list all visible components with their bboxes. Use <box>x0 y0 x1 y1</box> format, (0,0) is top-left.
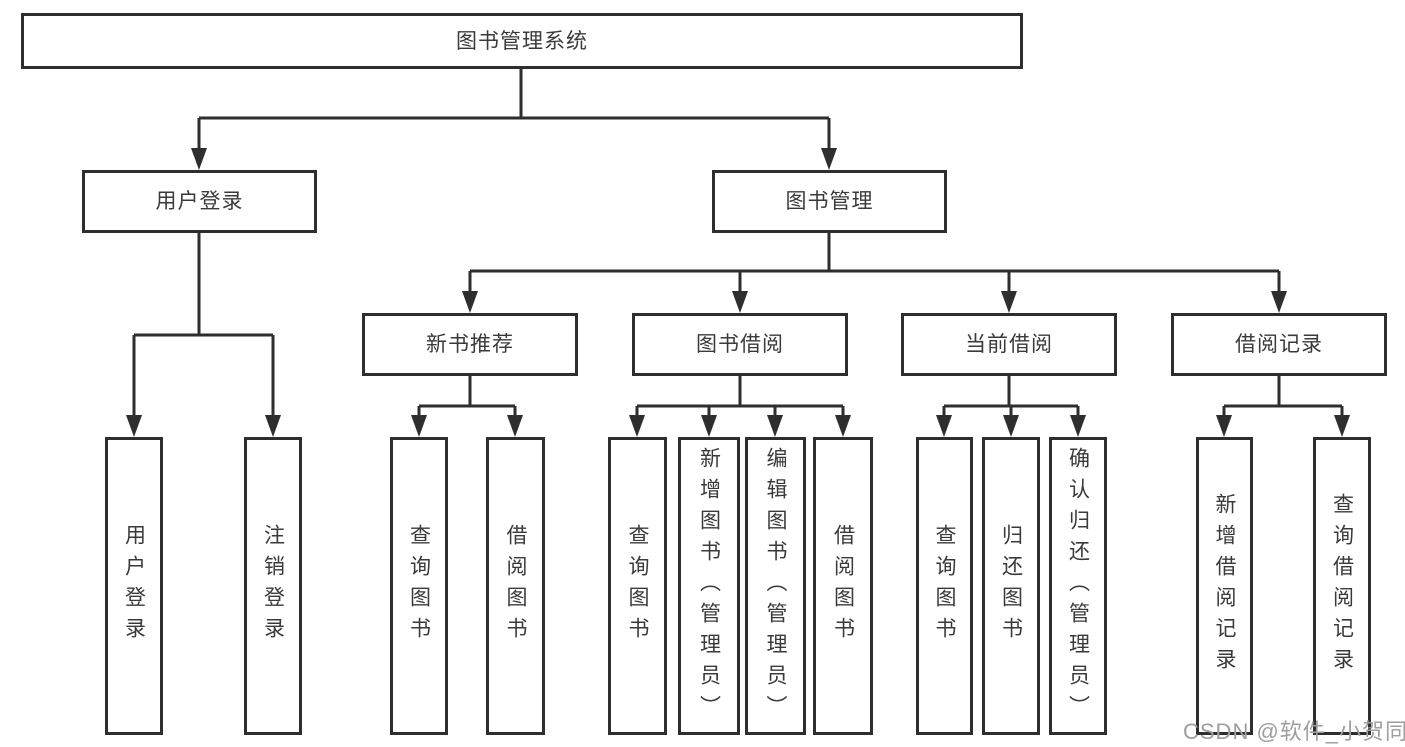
arrowhead-icon <box>411 415 427 437</box>
csdn-watermark: CSDN @软件_小贺同学 <box>1183 719 1405 744</box>
node-label: 新增借阅记录 <box>1213 493 1236 679</box>
arrowhead-icon <box>1003 415 1019 437</box>
arrowhead-icon <box>507 415 523 437</box>
arrowhead-icon <box>701 415 717 437</box>
arrowhead-icon <box>821 148 837 170</box>
node-label: 借阅图书 <box>504 524 527 648</box>
node-label: 图书管理 <box>785 190 874 213</box>
leaf-borrow-books-2: 借阅图书 <box>813 437 873 735</box>
leaf-user-login: 用户登录 <box>105 437 163 735</box>
leaf-add-borrow-record: 新增借阅记录 <box>1196 437 1253 735</box>
node-label: 用户登录 <box>122 524 146 648</box>
leaf-add-book-admin: 新增图书（管理员） <box>678 437 740 735</box>
leaf-query-books-1: 查询图书 <box>390 437 448 735</box>
node-library-system-root: 图书管理系统 <box>21 13 1023 69</box>
node-label: 查询图书 <box>407 524 431 648</box>
arrowhead-icon <box>1216 415 1232 437</box>
leaf-query-books-2: 查询图书 <box>608 437 667 735</box>
edge-borrow-record-split <box>1222 376 1344 421</box>
node-label: 查询图书 <box>626 524 649 648</box>
leaf-edit-book-admin: 编辑图书（管理员） <box>745 437 806 735</box>
leaf-logout: 注销登录 <box>244 437 302 735</box>
node-label: 查询图书 <box>933 524 956 648</box>
node-label: 借阅图书 <box>831 524 855 648</box>
node-label: 新增图书（管理员） <box>697 446 721 726</box>
leaf-confirm-return-admin: 确认归还（管理员） <box>1049 437 1107 735</box>
arrowhead-icon <box>191 148 207 170</box>
edge-current-borrow-split <box>942 376 1080 421</box>
edge-book-management-split <box>468 233 1281 295</box>
node-borrow-record: 借阅记录 <box>1171 313 1387 376</box>
arrowhead-icon <box>265 415 281 437</box>
node-book-management: 图书管理 <box>712 170 947 233</box>
leaf-borrow-books-1: 借阅图书 <box>486 437 545 735</box>
arrowhead-icon <box>629 415 645 437</box>
leaf-query-borrow-record: 查询借阅记录 <box>1313 437 1371 735</box>
arrowhead-icon <box>1070 415 1086 437</box>
edge-book-borrow-split <box>635 376 845 421</box>
arrowhead-icon <box>732 291 748 313</box>
node-current-borrow: 当前借阅 <box>901 313 1117 376</box>
arrowhead-icon <box>1271 291 1287 313</box>
node-label: 借阅记录 <box>1235 333 1323 356</box>
node-new-book-recommend: 新书推荐 <box>362 313 578 376</box>
leaf-return-book: 归还图书 <box>982 437 1040 735</box>
arrowhead-icon <box>835 415 851 437</box>
node-label: 确认归还（管理员） <box>1066 446 1090 726</box>
arrowhead-icon <box>1334 415 1350 437</box>
leaf-query-books-3: 查询图书 <box>916 437 973 735</box>
arrowhead-icon <box>767 415 783 437</box>
node-label: 用户登录 <box>155 190 244 213</box>
node-label: 新书推荐 <box>426 333 514 356</box>
node-label: 查询借阅记录 <box>1330 493 1354 679</box>
arrowhead-icon <box>126 415 142 437</box>
arrowhead-icon <box>1001 291 1017 313</box>
node-label: 编辑图书（管理员） <box>764 446 787 726</box>
node-label: 注销登录 <box>261 524 285 648</box>
node-label: 当前借阅 <box>965 333 1053 356</box>
node-label: 图书借阅 <box>696 333 784 356</box>
node-label: 图书管理系统 <box>456 29 588 53</box>
node-user-login: 用户登录 <box>82 170 317 233</box>
edge-new-book-split <box>417 376 517 421</box>
edge-root-split <box>197 69 831 152</box>
node-label: 归还图书 <box>999 524 1023 648</box>
node-book-borrow: 图书借阅 <box>632 313 848 376</box>
edge-user-login-split <box>132 233 275 419</box>
arrowhead-icon <box>936 415 952 437</box>
arrowhead-icon <box>462 291 478 313</box>
